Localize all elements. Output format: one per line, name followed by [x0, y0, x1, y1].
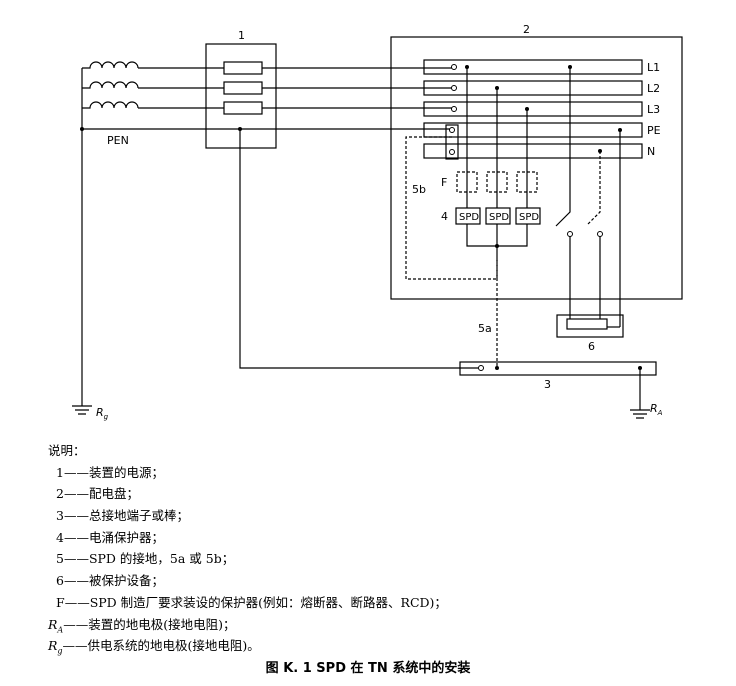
- transformer-winding-l2: [82, 81, 139, 89]
- protected-equipment: [556, 314, 624, 338]
- legend-item-ra: RA——装置的地电极(接地电阻)；: [48, 616, 236, 635]
- tn-spd-installation-diagram: 1 2 3 4 6 L1 L2 L3 PE N PEN F 5b 5a SPD …: [72, 23, 683, 421]
- fuse-l1: [223, 61, 263, 75]
- label-block-1: 1: [238, 29, 245, 42]
- spd-box-l2: [485, 207, 511, 225]
- label-bus-l3: L3: [647, 103, 660, 116]
- protector-f-l1: [456, 171, 478, 193]
- legend-item-3: 3——总接地端子或棒；: [56, 508, 189, 524]
- label-block-3: 3: [544, 378, 551, 391]
- ground-symbol-ra: [630, 409, 650, 419]
- legend-item-4: 4——电涌保护器；: [56, 529, 164, 545]
- legend-item-1: 1——装置的电源；: [56, 464, 164, 480]
- busbar-n: [423, 143, 643, 159]
- legend-item-6: 6——被保护设备；: [56, 573, 164, 589]
- pen-link: [445, 124, 459, 160]
- spd-earth-5b: [405, 136, 498, 280]
- terminal-circles: [449, 64, 603, 371]
- spd-box-l1: [455, 207, 481, 225]
- transformer-winding-l3: [82, 101, 139, 109]
- spd-label-l2: SPD: [489, 212, 509, 223]
- supply-pe-conductor: [239, 129, 478, 369]
- main-earthing-terminal: [459, 361, 657, 376]
- legend-item-5: 5——SPD 的接地，5a 或 5b；: [56, 551, 235, 567]
- busbar-pe: [423, 122, 643, 138]
- busbar-l3: [423, 101, 643, 117]
- label-f: F: [441, 176, 447, 189]
- equipment-inner: [566, 318, 608, 330]
- label-bus-pe: PE: [647, 124, 661, 137]
- fuse-l3: [223, 101, 263, 115]
- protector-f-l2: [486, 171, 508, 193]
- label-bus-n: N: [647, 145, 655, 158]
- spd-label-l1: SPD: [459, 212, 479, 223]
- busbar-l1: [423, 59, 643, 75]
- legend: 说明： 1——装置的电源； 2——配电盘； 3——总接地端子或棒； 4——电涌保…: [48, 440, 688, 657]
- supply-block: [205, 43, 277, 149]
- fuse-l2: [223, 81, 263, 95]
- legend-title: 说明：: [48, 443, 86, 458]
- ground-symbol-rg: [72, 405, 92, 415]
- transformer-winding-l1: [82, 61, 139, 69]
- label-bus-l1: L1: [647, 61, 660, 74]
- switch-n: [587, 151, 601, 225]
- junction-dots: [80, 65, 642, 370]
- label-block-4: 4: [441, 210, 448, 223]
- spd-label-l3: SPD: [519, 212, 539, 223]
- legend-item-rg: Rg——供电系统的地电极(接地电阻)。: [48, 638, 260, 656]
- distribution-board: [390, 36, 683, 300]
- label-5a: 5a: [478, 322, 492, 335]
- label-ra: RA: [650, 402, 663, 417]
- label-pen: PEN: [107, 134, 129, 147]
- label-block-2: 2: [523, 23, 530, 36]
- label-bus-l2: L2: [647, 82, 660, 95]
- legend-item-2: 2——配电盘；: [56, 486, 139, 502]
- label-block-6: 6: [588, 340, 595, 353]
- legend-item-f: F——SPD 制造厂要求装设的保护器(例如：熔断器、断路器、RCD)；: [56, 594, 447, 610]
- spd-box-l3: [515, 207, 541, 225]
- figure-caption: 图 K. 1 SPD 在 TN 系统中的安装: [265, 661, 471, 676]
- label-rg: Rg: [96, 406, 109, 421]
- protector-f-l3: [516, 171, 538, 193]
- busbar-l2: [423, 80, 643, 96]
- switch-l1: [555, 67, 571, 227]
- label-5b: 5b: [412, 183, 426, 196]
